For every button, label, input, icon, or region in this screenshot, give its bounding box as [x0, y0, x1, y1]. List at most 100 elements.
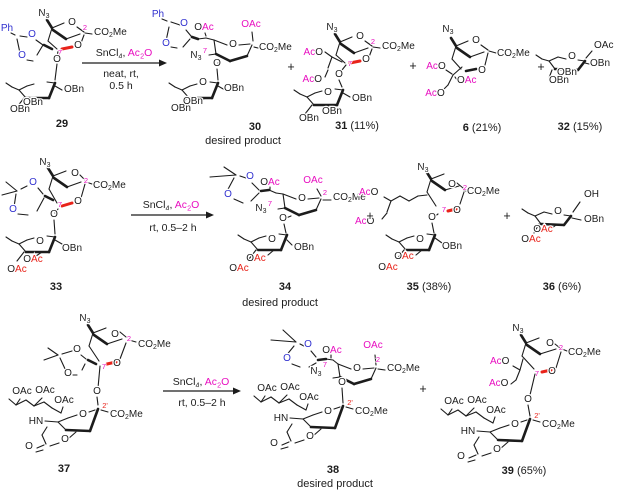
bond — [469, 51, 485, 58]
bond — [213, 39, 217, 55]
atom-label: OAc — [444, 396, 463, 407]
bond — [447, 409, 459, 416]
bond — [283, 206, 301, 217]
bond — [499, 441, 509, 450]
atom-label: O — [29, 177, 37, 188]
bond — [5, 181, 18, 192]
atom-label: AcO — [425, 88, 445, 99]
bond — [339, 42, 356, 55]
bond — [65, 33, 81, 40]
bond — [11, 240, 20, 245]
bond — [519, 358, 524, 371]
bond — [527, 212, 536, 217]
atom-label: AcO — [359, 187, 379, 198]
atom-label: O — [9, 204, 17, 215]
bond — [281, 441, 290, 446]
bond — [456, 182, 464, 189]
atom-label: O — [511, 419, 519, 430]
bond — [342, 92, 351, 98]
bond — [43, 194, 55, 202]
bond — [5, 82, 13, 88]
bond — [19, 35, 28, 38]
atom-label: 2' — [534, 411, 540, 420]
atom-label: OBn — [352, 93, 372, 104]
bond — [464, 67, 478, 73]
atom-label: OAc — [594, 40, 613, 51]
bond — [555, 351, 562, 369]
atom-label: O — [478, 65, 486, 76]
atom-label: O — [36, 236, 44, 247]
compound-29-number: 29 — [56, 118, 68, 130]
bond — [383, 196, 392, 202]
bond — [168, 82, 176, 88]
bond — [248, 249, 257, 260]
atom-label: O — [18, 50, 26, 61]
atom-label: CO2Me — [259, 42, 292, 54]
atom-label: OAc — [12, 386, 31, 397]
bond — [312, 411, 323, 416]
bond — [216, 68, 219, 81]
bond — [47, 81, 57, 100]
bond — [424, 169, 433, 181]
atom-label: CO2Me — [568, 347, 601, 359]
bond — [332, 359, 339, 365]
bond — [521, 355, 535, 370]
bond — [465, 407, 475, 417]
bond — [534, 215, 542, 225]
bond — [36, 197, 45, 212]
bond — [446, 207, 458, 213]
bond — [81, 363, 86, 371]
atom-label: 2' — [347, 398, 353, 407]
bond — [426, 178, 432, 193]
bond — [259, 188, 271, 193]
atom-label: 7 — [535, 369, 539, 378]
bond — [527, 404, 531, 417]
atom-label: 7 — [102, 362, 106, 371]
bond — [455, 40, 469, 47]
bond — [15, 399, 27, 406]
bond — [415, 249, 423, 256]
atom-label: HN — [29, 416, 43, 427]
atom-label: O — [306, 431, 314, 442]
bond — [223, 166, 237, 176]
bond — [97, 365, 101, 389]
bond — [182, 38, 191, 48]
bond — [48, 175, 54, 190]
bond — [286, 239, 293, 246]
bond — [217, 60, 221, 64]
bond — [337, 363, 341, 378]
bond — [341, 387, 344, 404]
atom-label: N3 — [417, 162, 428, 174]
bond — [25, 399, 35, 407]
bond — [35, 39, 44, 46]
bond — [337, 363, 352, 370]
atom-label: N3 — [79, 313, 90, 325]
atom-label: OBn — [299, 113, 319, 124]
atom-label: CO2Me — [497, 48, 530, 60]
atom-label: AcO — [426, 61, 446, 72]
bond — [270, 339, 297, 343]
bond — [521, 208, 529, 214]
bond — [325, 358, 334, 361]
atom-label: OAc — [35, 385, 54, 396]
bond — [88, 345, 100, 362]
atom-label: OAc — [533, 224, 552, 235]
atom-label: O — [68, 17, 76, 28]
bond — [59, 357, 67, 372]
bond — [280, 446, 289, 450]
atom-label: O — [180, 18, 188, 29]
bond — [286, 423, 293, 433]
bond — [548, 60, 556, 70]
atom-label: AcO — [303, 74, 323, 85]
bond — [253, 46, 259, 49]
atom-label: N3 — [442, 24, 453, 36]
bond — [10, 32, 16, 36]
atom-label: O — [453, 205, 461, 216]
atom-label: O — [73, 344, 81, 355]
bond — [100, 409, 109, 413]
bond — [76, 26, 85, 33]
bond — [179, 97, 188, 108]
bond — [105, 360, 118, 366]
